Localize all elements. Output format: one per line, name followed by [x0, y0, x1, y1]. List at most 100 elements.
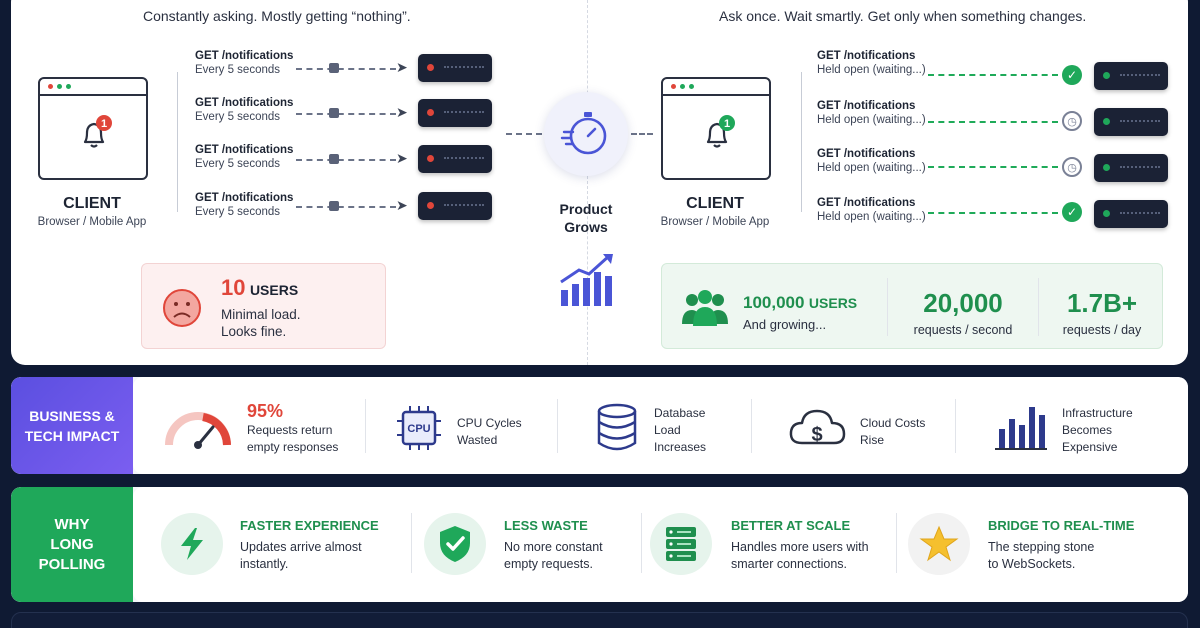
held-connection-line [928, 166, 1058, 168]
growth-chart-icon [560, 254, 613, 306]
left-bracket [177, 72, 178, 212]
poll-line [296, 113, 396, 115]
check-icon: ✓ [1062, 65, 1082, 85]
user-count: 10 USERS [221, 275, 299, 300]
request-status-text: Held open (waiting...) [817, 64, 926, 76]
right-request-row: GET /notifications Held open (waiting...… [817, 197, 926, 223]
shield-check-icon [424, 513, 486, 575]
empty-responses-stat: 95% Requests return empty responses [247, 401, 339, 454]
right-client-subtitle: Browser / Mobile App [660, 216, 770, 228]
request-interval: Every 5 seconds [195, 158, 281, 170]
packet-icon [329, 154, 339, 164]
left-request-row: GET /notifications Every 5 seconds [195, 50, 293, 76]
request-interval: Every 5 seconds [195, 206, 281, 218]
check-icon: ✓ [1062, 202, 1082, 222]
left-subtitle: Constantly asking. Mostly getting “nothi… [143, 8, 411, 24]
requests-per-second-stat: 20,000 requests / second [913, 288, 1013, 337]
cpu-wasted-item: CPU Cycles Wasted [457, 416, 522, 447]
bottom-strip [11, 612, 1188, 628]
poll-line [296, 68, 396, 70]
stopwatch-badge [544, 92, 628, 176]
request-endpoint: GET /notifications [817, 100, 916, 112]
request-endpoint: GET /notifications [817, 50, 916, 62]
benefit-item: FASTER EXPERIENCE Updates arrive almost … [240, 518, 379, 571]
sad-face-icon [163, 289, 201, 327]
panel-divider [587, 0, 588, 365]
notification-badge: 1 [101, 118, 107, 130]
held-connection-line [928, 121, 1058, 123]
right-request-row: GET /notifications Held open (waiting...… [817, 148, 926, 174]
star-icon [908, 513, 970, 575]
right-request-row: GET /notifications Held open (waiting...… [817, 50, 926, 76]
server-icon [418, 192, 492, 220]
request-endpoint: GET /notifications [195, 144, 294, 156]
benefit-item: BETTER AT SCALE Handles more users with … [731, 518, 869, 571]
server-icon [1094, 108, 1168, 136]
cloud-costs-item: Cloud Costs Rise [860, 416, 926, 447]
packet-icon [329, 108, 339, 118]
bar-chart-icon [995, 407, 1047, 450]
notification-badge: 1 [724, 118, 730, 130]
small-scale-card: 10 USERS Minimal load. Looks fine. [141, 263, 386, 349]
gauge-icon [165, 412, 231, 449]
poll-line [296, 159, 396, 161]
window-dots [671, 84, 694, 89]
left-client-window: 1 [38, 77, 148, 180]
requests-per-day-stat: 1.7B+ requests / day [1062, 288, 1142, 337]
request-status-text: Held open (waiting...) [817, 162, 926, 174]
infrastructure-item: Infrastructure Becomes Expensive [1062, 406, 1133, 454]
right-subtitle: Ask once. Wait smartly. Get only when so… [719, 8, 1087, 24]
large-scale-card: 100,000 USERS And growing... 20,000 requ… [661, 263, 1163, 349]
database-icon [597, 403, 637, 451]
arrow-right-icon: ➤ [396, 150, 408, 166]
packet-icon [329, 63, 339, 73]
left-request-row: GET /notifications Every 5 seconds [195, 97, 293, 123]
impact-band: BUSINESS &TECH IMPACT 95% Requests retur… [11, 377, 1188, 474]
request-status-text: Held open (waiting...) [817, 211, 926, 223]
left-client-subtitle: Browser / Mobile App [37, 216, 147, 228]
cpu-icon: CPU [397, 406, 441, 450]
request-interval: Every 5 seconds [195, 64, 281, 76]
growing-note: And growing... [743, 317, 827, 332]
stopwatch-icon [560, 112, 607, 155]
request-endpoint: GET /notifications [195, 50, 294, 62]
held-connection-line [928, 74, 1058, 76]
arrow-right-icon: ➤ [396, 59, 408, 75]
request-endpoint: GET /notifications [817, 197, 916, 209]
request-endpoint: GET /notifications [195, 192, 294, 204]
why-items: FASTER EXPERIENCE Updates arrive almost … [133, 487, 1188, 602]
database-load-item: Database Load Increases [654, 406, 707, 454]
load-note: Minimal load. Looks fine. [221, 307, 301, 339]
lightning-icon [161, 513, 223, 575]
server-icon [1094, 154, 1168, 182]
packet-icon [329, 201, 339, 211]
users-group-icon [682, 290, 728, 326]
flow-line [631, 133, 653, 135]
poll-line [296, 206, 396, 208]
arrow-right-icon: ➤ [396, 197, 408, 213]
impact-items: 95% Requests return empty responses CPU … [133, 377, 1188, 474]
right-client-title: CLIENT [686, 195, 744, 212]
left-request-row: GET /notifications Every 5 seconds [195, 192, 293, 218]
clock-icon: ◷ [1062, 157, 1082, 177]
right-client-window: 1 [661, 77, 771, 180]
server-icon [418, 99, 492, 127]
left-client-title: CLIENT [63, 195, 121, 212]
cloud-cost-icon: $ [789, 409, 846, 446]
impact-label: BUSINESS &TECH IMPACT [11, 377, 133, 474]
benefit-item: BRIDGE TO REAL-TIME The stepping stone t… [988, 518, 1135, 571]
user-count: 100,000 USERS [743, 293, 858, 312]
server-icon [1094, 62, 1168, 90]
server-icon [418, 145, 492, 173]
svg-text:$: $ [811, 424, 822, 446]
clock-icon: ◷ [1062, 111, 1082, 131]
cpu-chip-label: CPU [407, 423, 430, 435]
bell-icon: 1 [83, 115, 112, 148]
request-interval: Every 5 seconds [195, 111, 281, 123]
bell-icon: 1 [706, 115, 735, 148]
server-icon [1094, 200, 1168, 228]
held-connection-line [928, 212, 1058, 214]
server-stack-icon [650, 513, 712, 575]
